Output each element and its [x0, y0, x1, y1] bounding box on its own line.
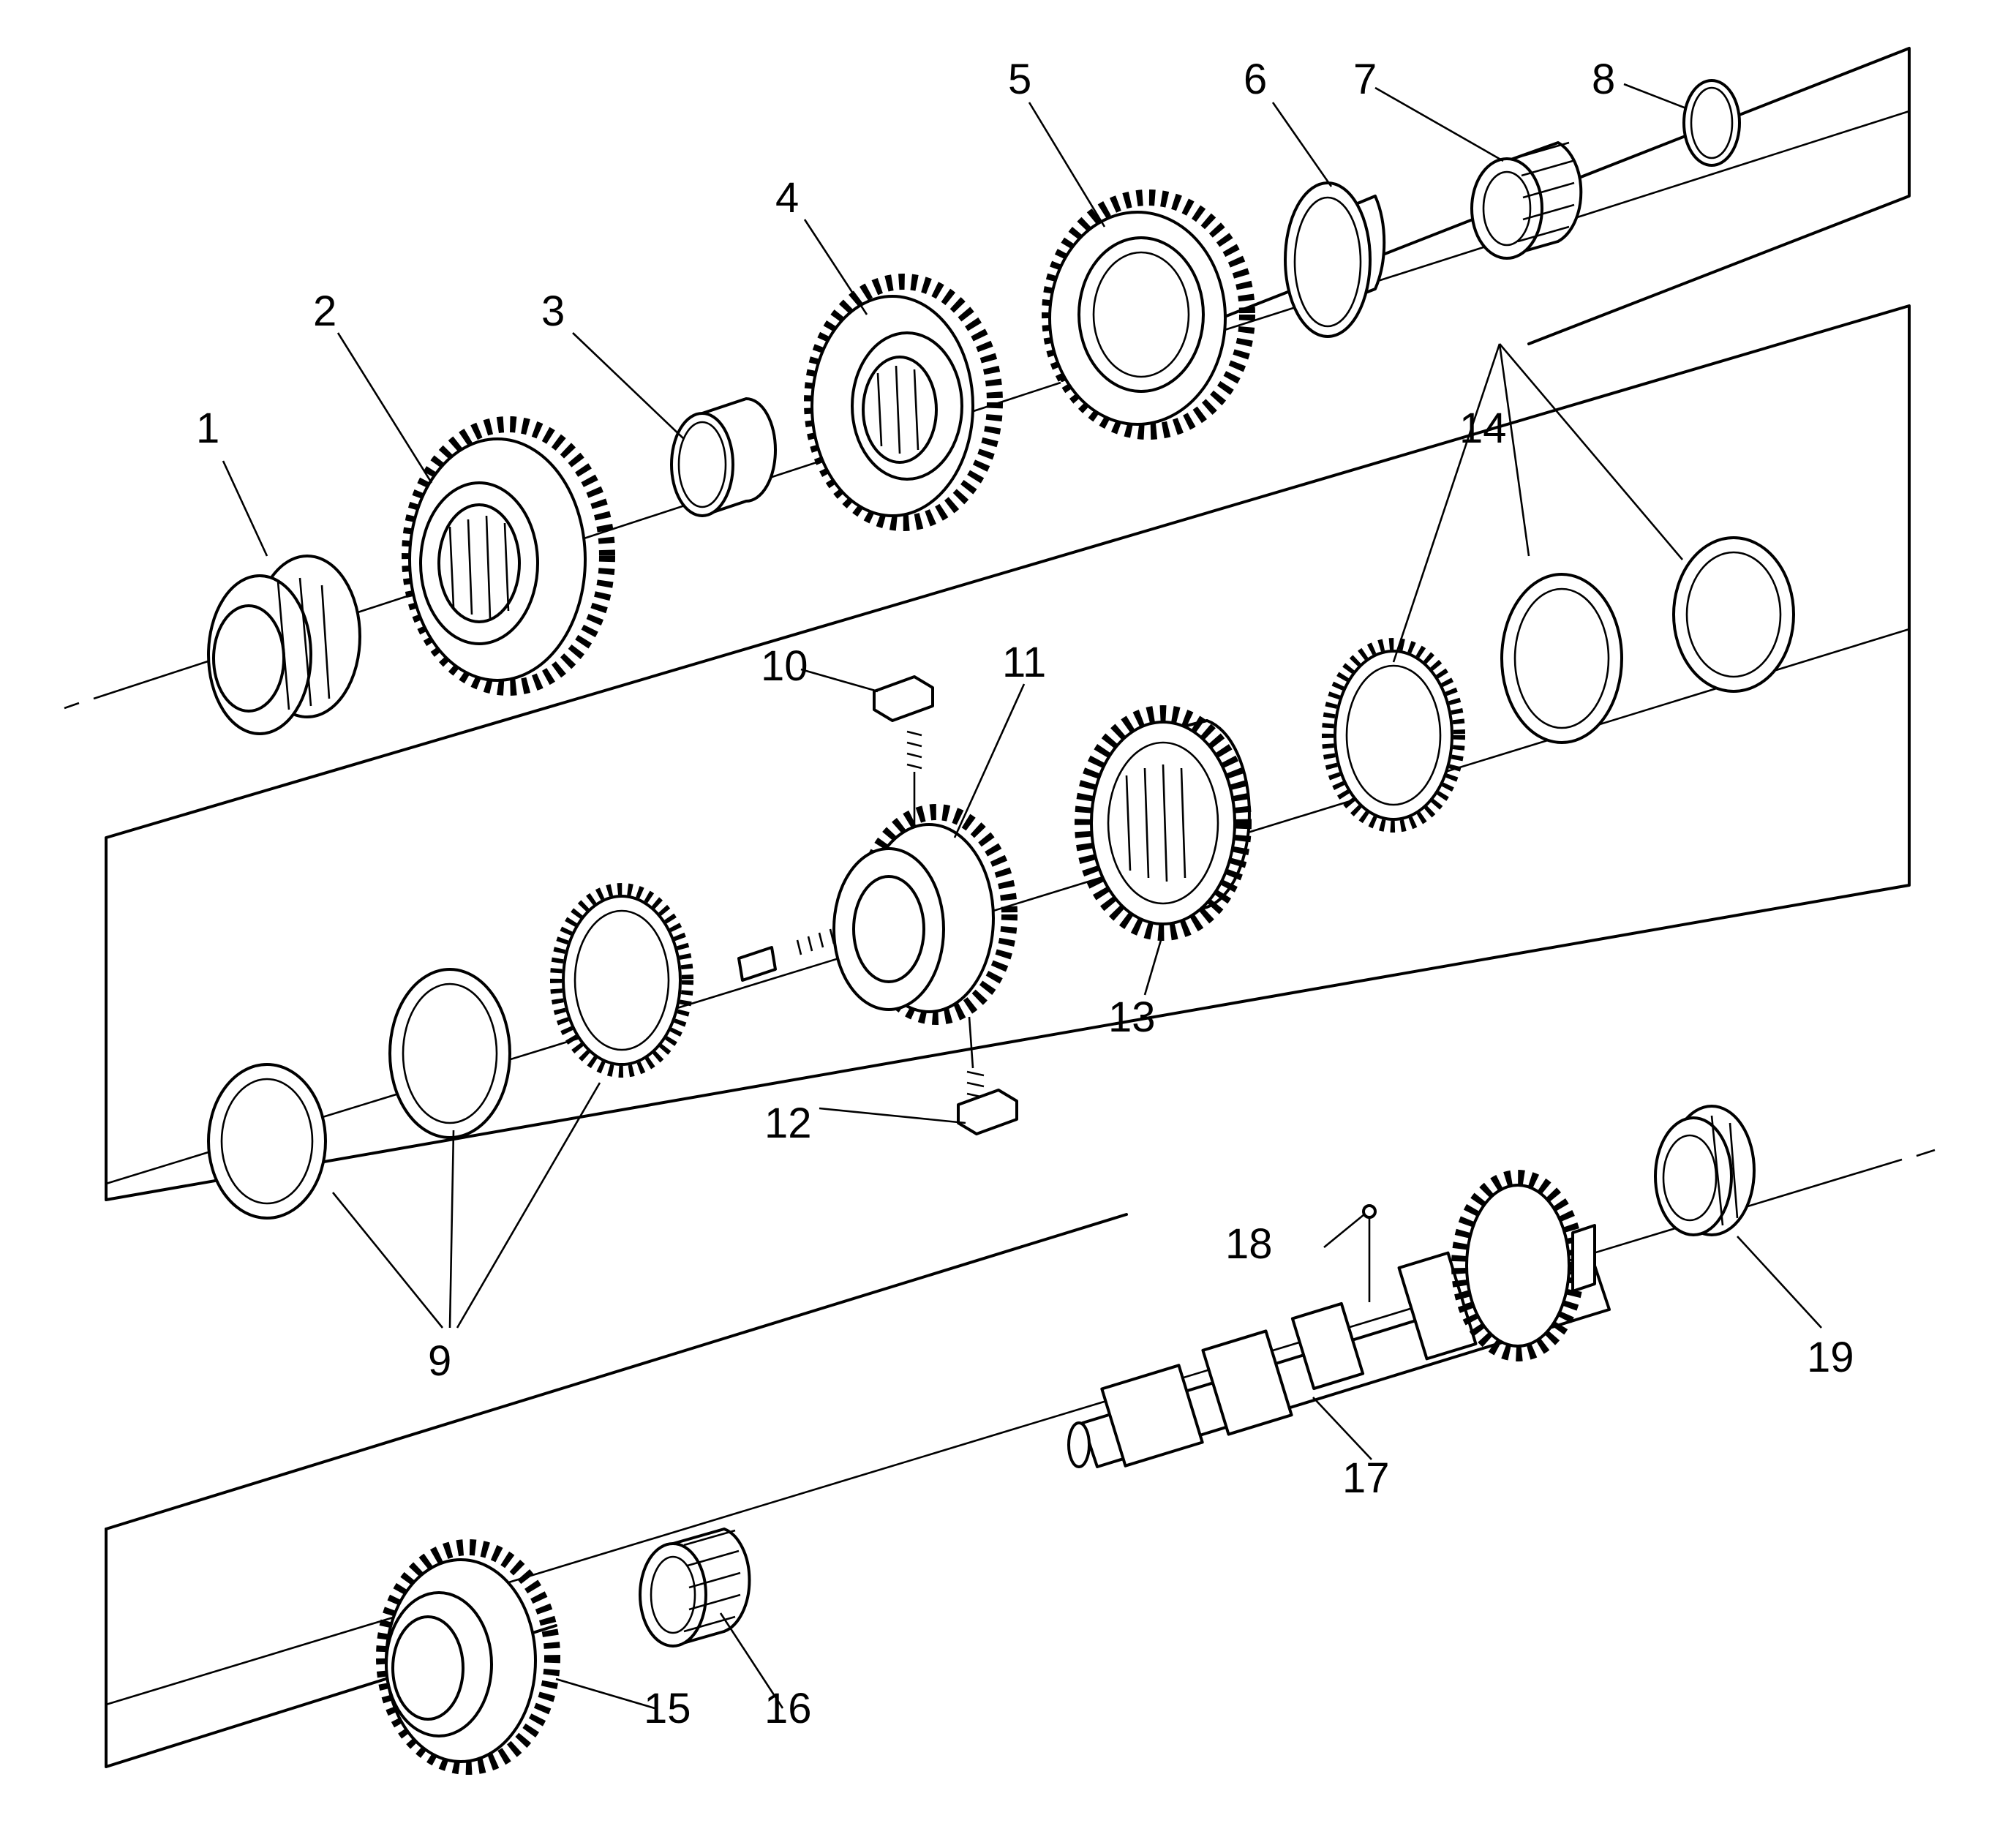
callout-15: 15: [644, 1685, 691, 1732]
part-9-sync-ring-a: [207, 1063, 327, 1220]
callout-10: 10: [761, 642, 808, 690]
part-14-sync-ring-a: [1322, 638, 1465, 833]
callout-12: 12: [764, 1100, 812, 1147]
callout-2: 2: [313, 288, 336, 335]
callout-11: 11: [1002, 639, 1046, 686]
part-19-bearing: [1654, 1105, 1756, 1236]
part-18-marker: [1362, 1204, 1377, 1302]
part-17-mainshaft: [1067, 1170, 1611, 1468]
callout-14: 14: [1459, 405, 1507, 452]
spring-left: [737, 928, 835, 982]
part-14-sync-ring-c: [1672, 536, 1795, 693]
callout-18: 18: [1225, 1220, 1273, 1268]
part-11-sync-hub: [832, 804, 1018, 1025]
callout-19: 19: [1807, 1334, 1854, 1381]
callout-7: 7: [1353, 56, 1377, 103]
part-12-key: [957, 1089, 1018, 1135]
part-3-bushing: [670, 397, 777, 517]
part-14-sync-ring-b: [1500, 573, 1623, 744]
callout-9: 9: [428, 1337, 451, 1385]
spring-lower: [966, 1016, 985, 1099]
callout-labels: 1 2 3 4 5 6 7 8 9 10 11 12 13 14 15 16 1…: [196, 56, 1854, 1732]
part-7-needle-bearing: [1470, 141, 1583, 260]
callout-4: 4: [775, 174, 799, 222]
callout-13: 13: [1108, 993, 1156, 1041]
part-6-sleeve: [1284, 181, 1386, 338]
spring-upper: [906, 730, 922, 827]
part-9-sync-ring-c: [550, 883, 693, 1078]
part-4-gear: [804, 274, 1003, 531]
part-10-key: [873, 675, 934, 722]
callout-17: 17: [1342, 1454, 1390, 1502]
callout-5: 5: [1008, 56, 1031, 103]
part-1-tapered-bearing: [207, 555, 361, 735]
callout-6: 6: [1244, 56, 1267, 103]
callout-3: 3: [541, 288, 565, 335]
part-15-gear: [376, 1539, 560, 1775]
part-2-gear: [402, 416, 615, 696]
part-16-needle-bearing: [639, 1528, 751, 1647]
part-9-sync-ring-b: [388, 968, 511, 1139]
panel-bottom: [105, 1213, 1128, 1768]
panel-middle: [105, 304, 1911, 1201]
part-5-gear: [1042, 189, 1255, 440]
callout-16: 16: [764, 1685, 812, 1732]
leader-lines: [222, 83, 1822, 1710]
part-13-sync-sleeve: [1075, 705, 1252, 941]
callout-8: 8: [1592, 56, 1615, 103]
part-8-snap-ring: [1682, 79, 1741, 167]
callout-1: 1: [196, 405, 219, 452]
